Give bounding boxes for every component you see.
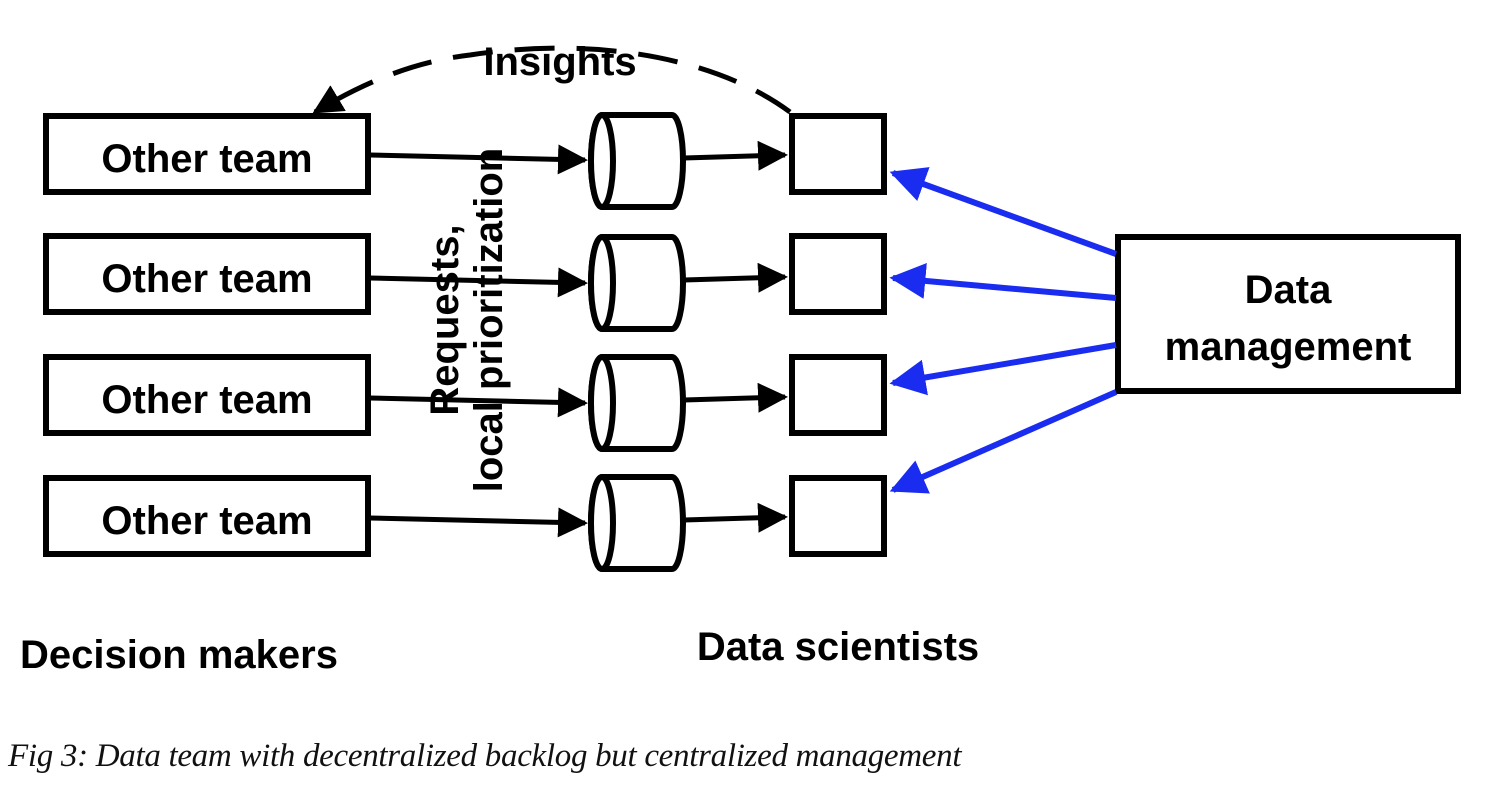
figure-caption: Fig 3: Data team with decentralized back…: [8, 738, 962, 774]
team-box-1: [43, 113, 371, 195]
insights-arrow: [312, 45, 792, 115]
management-arrow-3: [889, 342, 1117, 396]
team-label-1: Other team: [101, 137, 312, 181]
data-scientist-box-2: [789, 233, 887, 315]
management-arrow-2: [889, 262, 1117, 301]
queue-arrow-4: [683, 502, 788, 533]
management-arrow-4: [889, 389, 1118, 494]
request-arrow-3: [369, 387, 588, 418]
team-box-3: [43, 354, 371, 436]
queue-arrow-2: [683, 262, 788, 293]
data-management-box: [1115, 234, 1461, 394]
backlog-queue-2: [588, 234, 686, 332]
data-scientist-box-4: [789, 475, 887, 557]
data-scientist-box-1: [789, 113, 887, 195]
data-management-label-line1: Data: [1245, 268, 1332, 312]
backlog-queue-1: [588, 112, 686, 210]
team-box-4: [43, 475, 371, 557]
svg-text:local prioritization: local prioritization: [467, 148, 511, 492]
request-arrow-4: [369, 507, 588, 538]
queue-arrow-1: [683, 140, 788, 171]
backlog-queue-3: [588, 354, 686, 452]
insights-label: Insights: [483, 40, 636, 84]
backlog-queue-4: [588, 474, 686, 572]
data-management-label-line2: management: [1165, 325, 1412, 369]
decision-makers-label: Decision makers: [20, 633, 338, 677]
management-arrow-1: [889, 167, 1118, 257]
team-box-2: [43, 233, 371, 315]
team-label-2: Other team: [101, 257, 312, 301]
team-label-4: Other team: [101, 499, 312, 543]
requests-label: Requests, local prioritization: [423, 148, 511, 492]
queue-arrow-3: [683, 382, 788, 413]
request-arrow-1: [369, 144, 588, 175]
data-scientists-label: Data scientists: [697, 625, 979, 669]
team-label-3: Other team: [101, 378, 312, 422]
data-scientist-box-3: [789, 354, 887, 436]
svg-text:Requests,: Requests,: [423, 224, 467, 415]
request-arrow-2: [369, 267, 588, 298]
